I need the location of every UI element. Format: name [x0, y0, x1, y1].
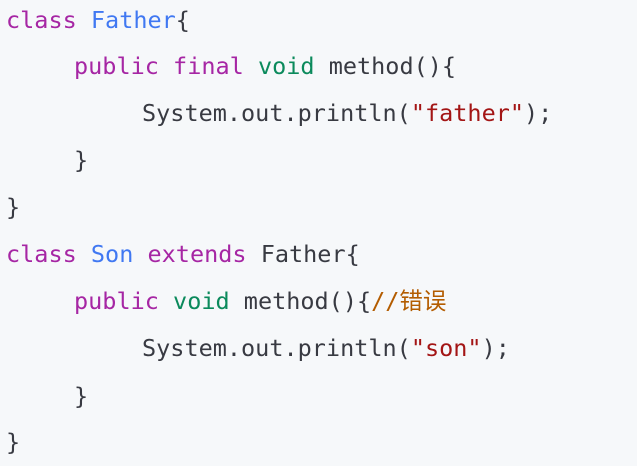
- code-line-3: System.out.println("father");: [142, 90, 552, 137]
- code-line-2: public final void method(){: [74, 43, 456, 90]
- method-signature: method(){: [243, 287, 372, 315]
- keyword-void: void: [257, 52, 315, 80]
- call-close: );: [481, 334, 510, 362]
- code-line-5: }: [6, 184, 20, 231]
- close-brace: }: [6, 193, 21, 221]
- space: [77, 6, 91, 34]
- string-literal: "father": [410, 99, 525, 127]
- keyword-extends: extends: [147, 240, 247, 268]
- println-call: System.out.println(: [142, 99, 411, 127]
- code-line-6: class Son extends Father{: [6, 231, 360, 278]
- space: [244, 52, 258, 80]
- keyword-class: class: [6, 240, 77, 268]
- parent-class-name: Father: [260, 240, 346, 268]
- space: [159, 287, 173, 315]
- keyword-final: final: [173, 52, 244, 80]
- call-close: );: [524, 99, 553, 127]
- code-line-7: public void method(){//错误: [74, 278, 446, 325]
- close-brace: }: [6, 428, 21, 456]
- println-call: System.out.println(: [142, 334, 411, 362]
- class-name-son: Son: [90, 240, 134, 268]
- class-name-father: Father: [90, 6, 176, 34]
- space: [247, 240, 261, 268]
- keyword-void: void: [173, 287, 230, 315]
- keyword-public: public: [74, 52, 159, 80]
- keyword-public: public: [74, 287, 159, 315]
- open-brace: {: [175, 6, 190, 34]
- keyword-class: class: [6, 6, 77, 34]
- code-line-9: }: [74, 373, 88, 420]
- code-line-4: }: [74, 137, 88, 184]
- space: [159, 52, 173, 80]
- method-signature: method(){: [328, 52, 457, 80]
- space: [133, 240, 147, 268]
- close-brace: }: [74, 146, 89, 174]
- space: [77, 240, 91, 268]
- string-literal: "son": [410, 334, 482, 362]
- code-comment: //错误: [371, 287, 447, 315]
- open-brace: {: [345, 240, 360, 268]
- code-line-1: class Father{: [6, 0, 190, 44]
- space: [315, 52, 329, 80]
- code-line-8: System.out.println("son");: [142, 325, 510, 372]
- close-brace: }: [74, 382, 89, 410]
- code-line-10: }: [6, 419, 20, 466]
- space: [230, 287, 244, 315]
